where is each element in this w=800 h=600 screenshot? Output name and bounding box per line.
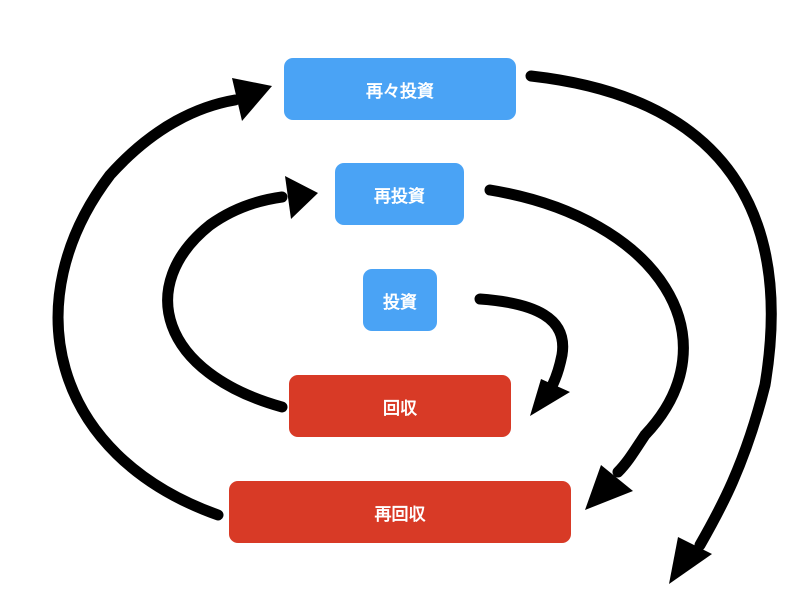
node-recover-label: 回収 [383,398,417,419]
node-rerecover-label: 再回収 [374,504,426,525]
node-invest: 投資 [363,269,437,331]
arrow-recover-to-reinvest [162,191,288,413]
arrowhead-rerecover-to-reinvest-again [232,78,272,121]
node-rerecover: 再回収 [229,481,571,543]
arrow-rerecover-to-reinvest-again [52,94,241,521]
arrow-reinvest-again-out [525,70,777,551]
arrowhead-recover-to-reinvest [285,176,318,219]
arrow-invest-to-recover [474,293,569,392]
node-recover: 回収 [289,375,511,437]
node-reinvest: 再投資 [335,163,464,225]
node-reinvest-again: 再々投資 [284,58,516,120]
arrowhead-reinvest-to-rerecover [585,465,633,510]
node-reinvest-label: 再投資 [374,186,425,207]
arrow-reinvest-to-rerecover [484,184,689,478]
arrowhead-reinvest-again-out [669,537,712,584]
node-invest-label: 投資 [383,292,417,313]
arrowhead-invest-to-recover [530,379,570,416]
node-reinvest-again-label: 再々投資 [366,81,434,102]
